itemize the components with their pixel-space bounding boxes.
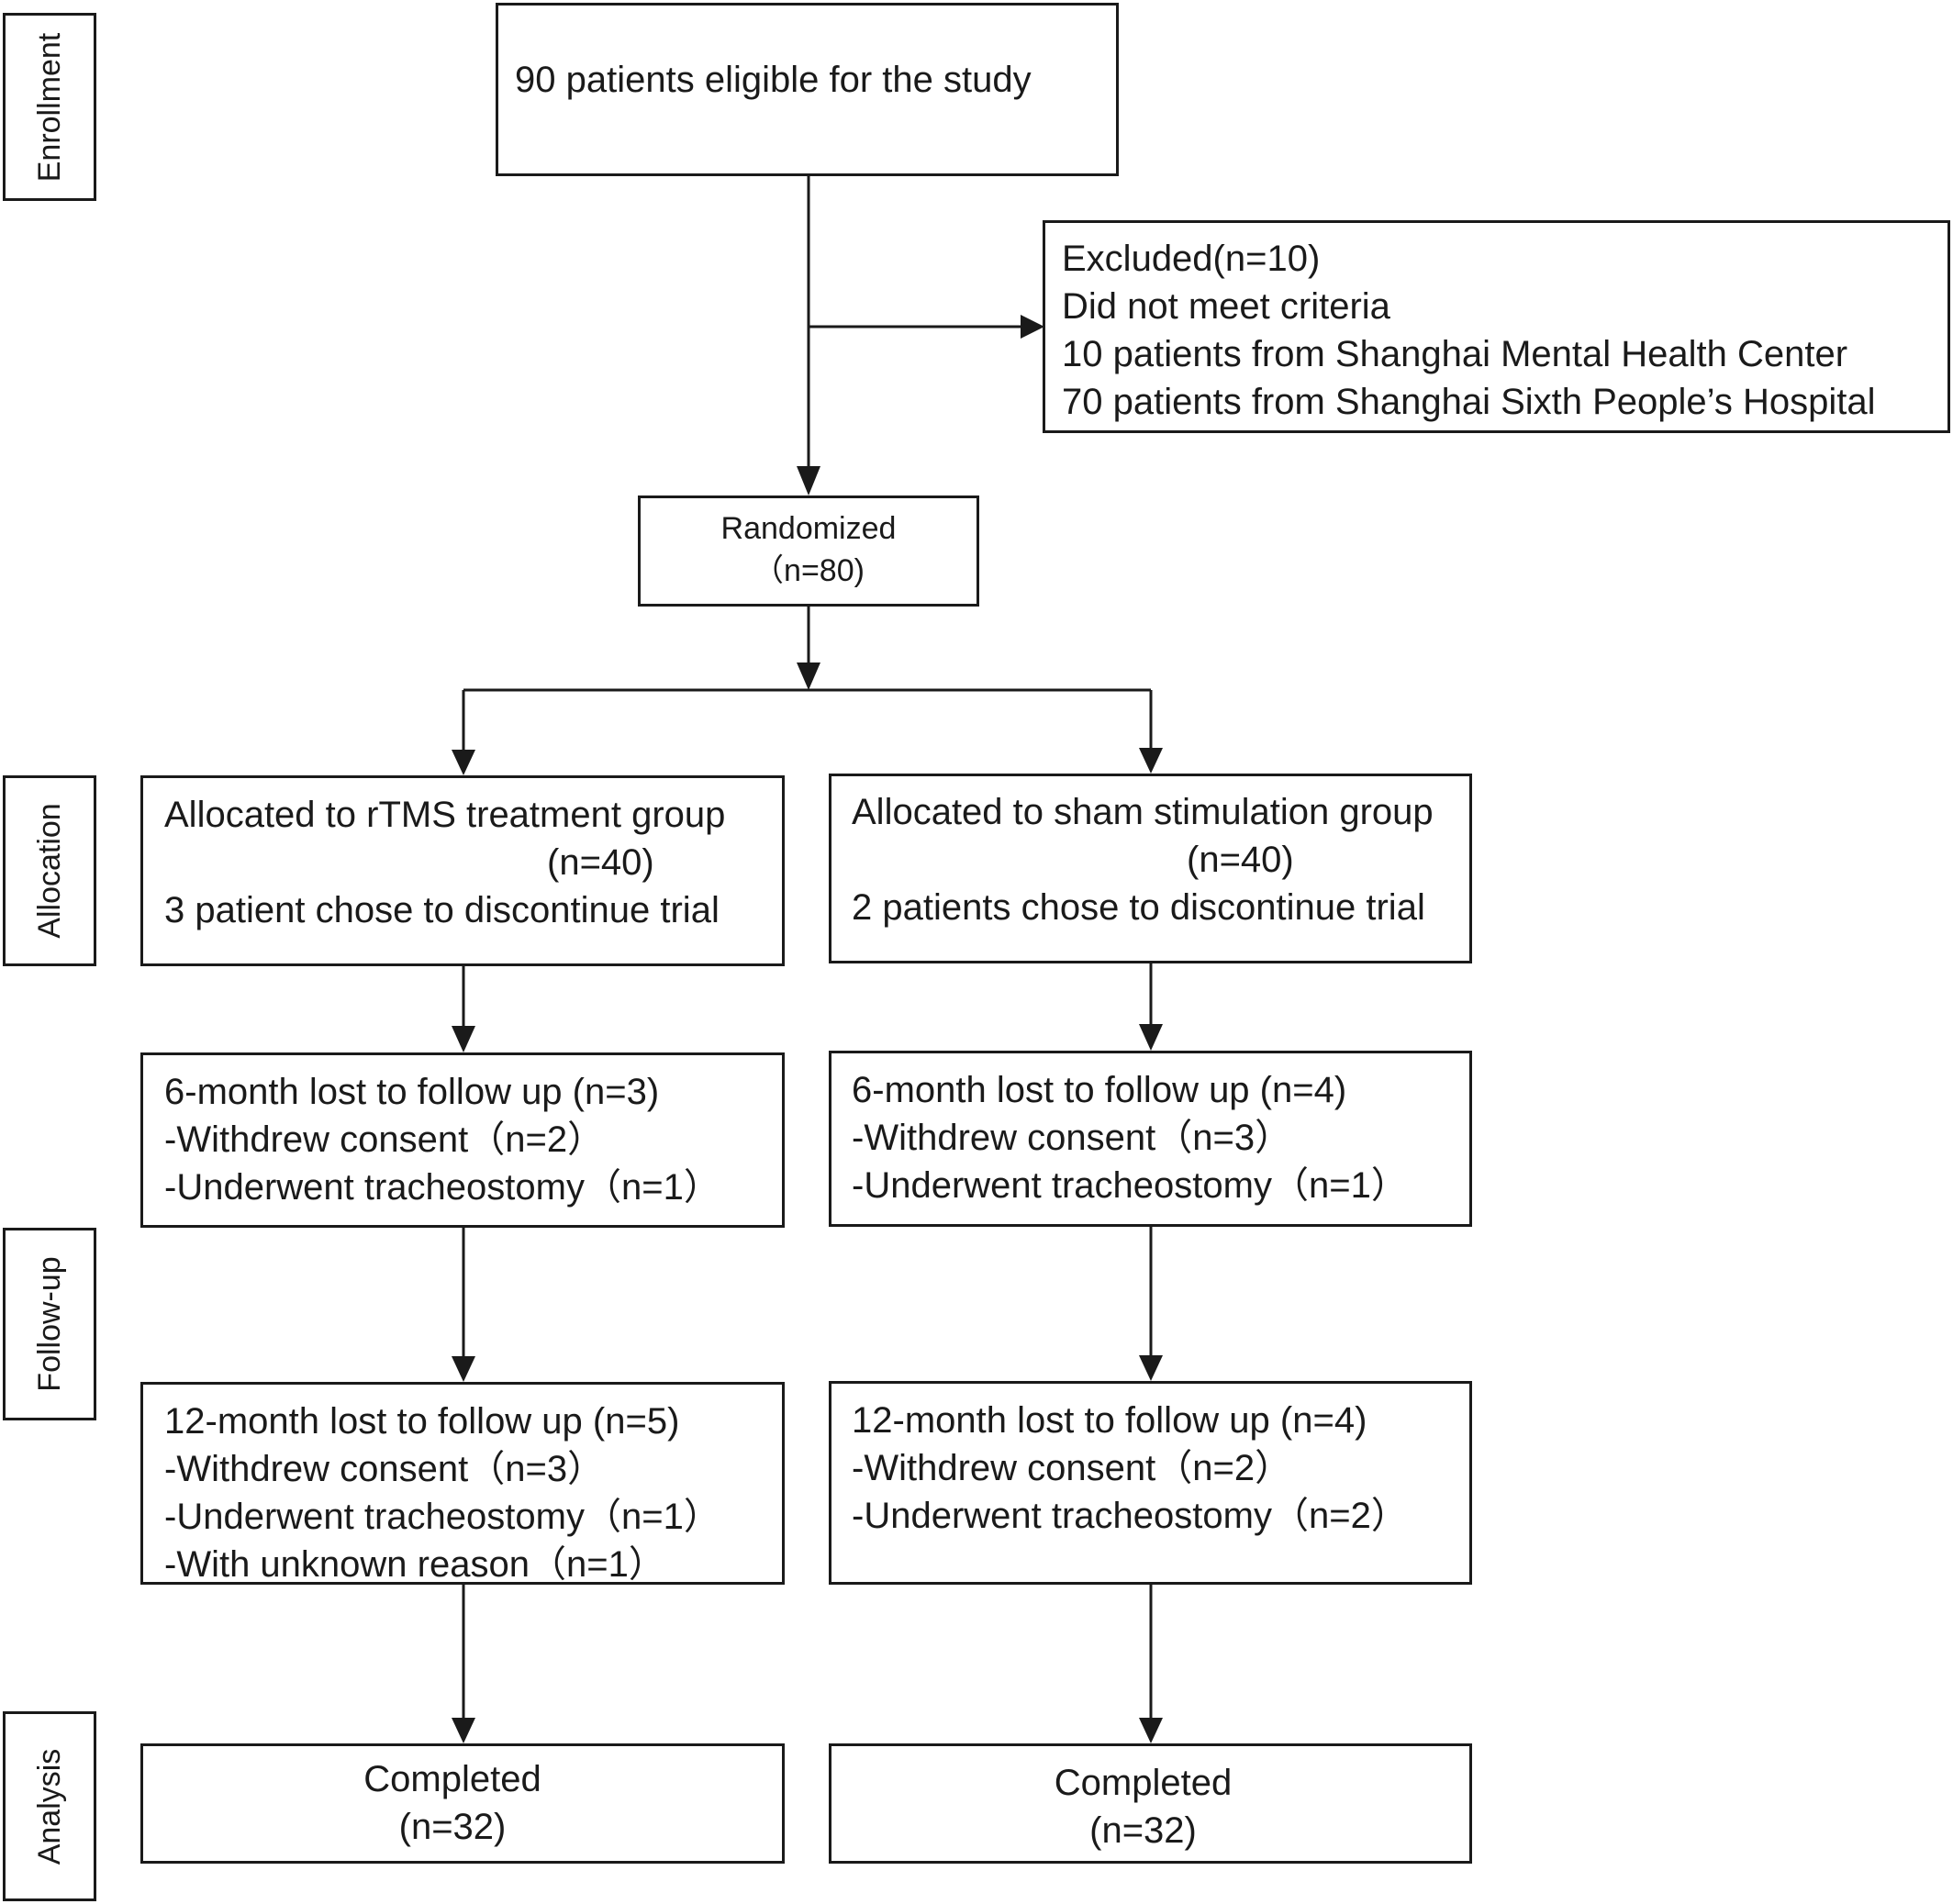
stage-label-follow-up: Follow-up bbox=[3, 1228, 96, 1420]
sham-6month-line: -Underwent tracheostomy（n=1） bbox=[852, 1165, 1408, 1206]
rtms-6month-line: 6-month lost to follow up (n=3) bbox=[164, 1072, 660, 1112]
arrowhead-rtms-12month bbox=[452, 1356, 475, 1382]
rtms-allocation-note: 3 patient chose to discontinue trial bbox=[164, 890, 720, 930]
arrowhead-rtms-completed bbox=[452, 1718, 475, 1743]
rtms-12month-line: -Underwent tracheostomy（n=1） bbox=[164, 1497, 720, 1537]
stage-label-allocation-text: Allocation bbox=[32, 803, 67, 939]
sham-12month-line: -Underwent tracheostomy（n=2） bbox=[852, 1496, 1408, 1536]
stage-label-analysis: Analysis bbox=[3, 1711, 96, 1901]
rtms-6month-box: 6-month lost to follow up (n=3) -Withdre… bbox=[140, 1052, 785, 1228]
sham-allocation-title: Allocated to sham stimulation group bbox=[852, 792, 1434, 832]
sham-allocation-box: Allocated to sham stimulation group (n=4… bbox=[829, 774, 1472, 963]
stage-label-follow-up-text: Follow-up bbox=[32, 1256, 67, 1392]
eligible-text: 90 patients eligible for the study bbox=[515, 60, 1032, 100]
sham-6month-line: -Withdrew consent（n=3） bbox=[852, 1118, 1292, 1158]
sham-6month-box: 6-month lost to follow up (n=4) -Withdre… bbox=[829, 1051, 1472, 1227]
arrowhead-randomized bbox=[797, 466, 820, 495]
rtms-allocation-count: (n=40) bbox=[547, 842, 654, 883]
arrowhead-split bbox=[797, 663, 820, 690]
sham-completed-count: (n=32) bbox=[1089, 1810, 1197, 1851]
rtms-6month-line: -Underwent tracheostomy（n=1） bbox=[164, 1167, 720, 1208]
sham-12month-box: 12-month lost to follow up (n=4) -Withdr… bbox=[829, 1381, 1472, 1585]
arrowhead-allocation-rtms bbox=[452, 750, 475, 775]
randomized-count: （n=80) bbox=[753, 553, 865, 588]
randomized-label: Randomized bbox=[720, 511, 897, 546]
arrowhead-sham-12month bbox=[1139, 1355, 1163, 1381]
excluded-line: 70 patients from Shanghai Sixth People’s… bbox=[1062, 382, 1876, 422]
rtms-allocation-box: Allocated to rTMS treatment group (n=40)… bbox=[140, 775, 785, 966]
rtms-12month-line: -Withdrew consent（n=3） bbox=[164, 1449, 605, 1489]
sham-6month-line: 6-month lost to follow up (n=4) bbox=[852, 1070, 1347, 1110]
excluded-line: 10 patients from Shanghai Mental Health … bbox=[1062, 334, 1848, 374]
sham-12month-line: 12-month lost to follow up (n=4) bbox=[852, 1400, 1367, 1441]
excluded-box: Excluded(n=10) Did not meet criteria 10 … bbox=[1043, 220, 1950, 433]
stage-label-enrollment: Enrollment bbox=[3, 13, 96, 201]
rtms-6month-line: -Withdrew consent（n=2） bbox=[164, 1119, 605, 1160]
rtms-completed-count: (n=32) bbox=[398, 1807, 507, 1847]
sham-allocation-note: 2 patients chose to discontinue trial bbox=[852, 887, 1425, 928]
stage-label-enrollment-text: Enrollment bbox=[32, 32, 67, 182]
sham-12month-line: -Withdrew consent（n=2） bbox=[852, 1448, 1292, 1488]
excluded-line: Did not meet criteria bbox=[1062, 286, 1390, 327]
rtms-12month-box: 12-month lost to follow up (n=5) -Withdr… bbox=[140, 1382, 785, 1585]
arrowhead-sham-completed bbox=[1139, 1718, 1163, 1743]
sham-completed-label: Completed bbox=[1054, 1763, 1233, 1803]
arrowhead-excluded bbox=[1021, 315, 1044, 339]
arrowhead-sham-6month bbox=[1139, 1024, 1163, 1051]
stage-label-allocation: Allocation bbox=[3, 775, 96, 966]
sham-completed-box: Completed (n=32) bbox=[829, 1743, 1472, 1864]
rtms-completed-box: Completed (n=32) bbox=[140, 1743, 785, 1864]
excluded-line: Excluded(n=10) bbox=[1062, 239, 1321, 279]
rtms-allocation-title: Allocated to rTMS treatment group bbox=[164, 795, 726, 835]
rtms-12month-line: 12-month lost to follow up (n=5) bbox=[164, 1401, 680, 1442]
rtms-12month-line: -With unknown reason（n=1） bbox=[164, 1544, 665, 1585]
randomized-box: Randomized （n=80) bbox=[638, 495, 979, 607]
arrowhead-rtms-6month bbox=[452, 1026, 475, 1052]
eligible-box: 90 patients eligible for the study bbox=[496, 3, 1119, 176]
arrowhead-allocation-sham bbox=[1139, 748, 1163, 774]
stage-label-analysis-text: Analysis bbox=[32, 1748, 67, 1865]
sham-allocation-count: (n=40) bbox=[1187, 840, 1294, 880]
rtms-completed-label: Completed bbox=[363, 1759, 541, 1799]
